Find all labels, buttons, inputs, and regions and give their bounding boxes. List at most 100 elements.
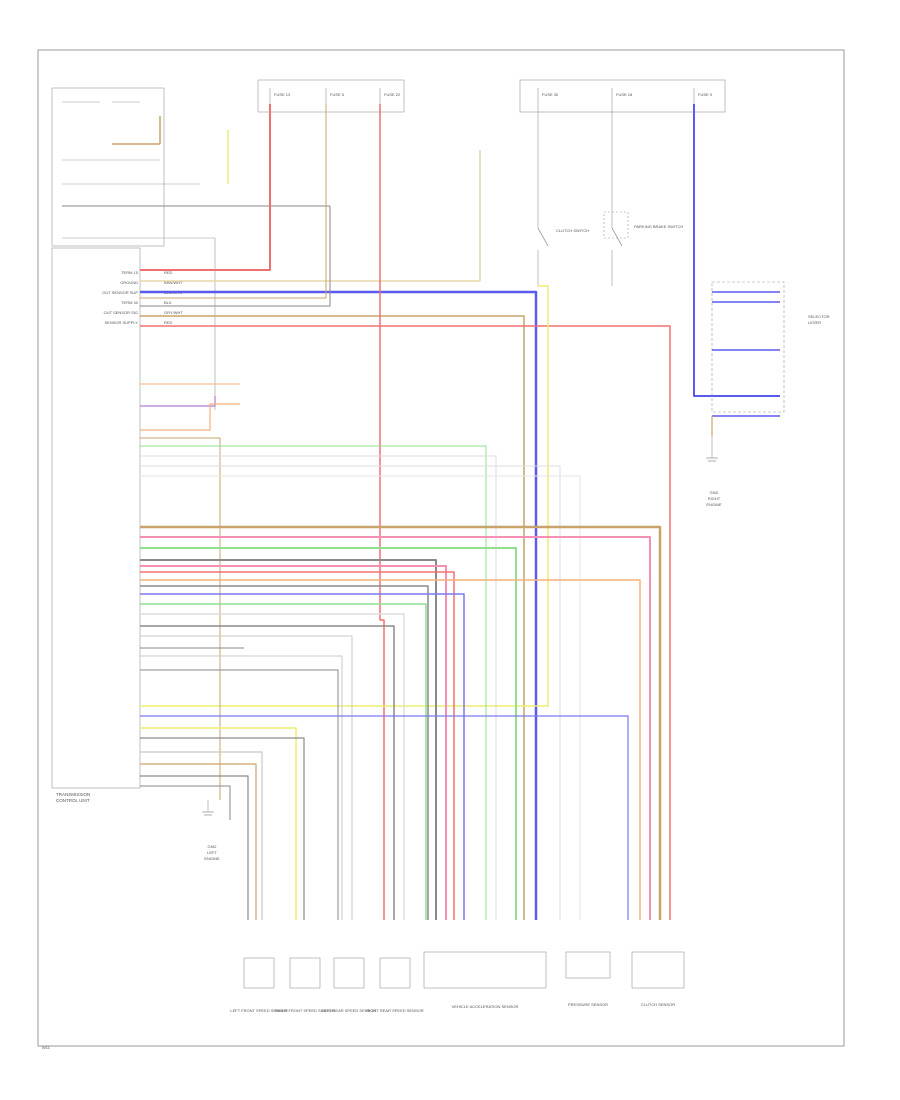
fuse-5: FUSE 18 [611, 88, 633, 104]
svg-text:FUSE 30: FUSE 30 [542, 92, 559, 97]
clutch-switch: CLUTCH SWITCH [537, 104, 589, 286]
wire-orange-2 [140, 403, 240, 431]
wire-gray-7 [140, 737, 305, 920]
wire-tan-term30 [140, 104, 327, 299]
module-title-1: TRANSMISSION [56, 792, 90, 797]
svg-text:SELECTOR: SELECTOR [808, 314, 830, 319]
bottom-component-5: VEHICLE ACCELERATION SENSOR [423, 951, 547, 1009]
wire-lgray-7 [140, 751, 263, 920]
wire-pink [140, 536, 651, 920]
wire-tan-big [140, 525, 662, 920]
wire-lgray-1 [140, 455, 497, 920]
svg-text:GRY/WHT: GRY/WHT [164, 310, 183, 315]
transmission-control-module: TRANSMISSION CONTROL UNIT [51, 247, 141, 803]
module-title-2: CONTROL UNIT [56, 798, 90, 803]
wire-yellow-2 [140, 727, 297, 920]
fuse-4: FUSE 30 [537, 88, 559, 104]
svg-text:TERM 15: TERM 15 [121, 270, 139, 275]
wire-tan-ground [140, 150, 481, 282]
wire-red-fuse3 [379, 104, 385, 920]
wire-lgray-3 [140, 475, 581, 920]
bottom-component-6: PRESSURE SENSOR [565, 951, 611, 1007]
left-ground: GND LEFT ENGINE [202, 800, 220, 861]
wire-yellow-clutch [140, 285, 549, 707]
wire-red-supply [140, 325, 671, 920]
wire-pink-2 [140, 565, 447, 920]
svg-text:GND: GND [208, 844, 217, 849]
svg-text:CLUTCH SENSOR: CLUTCH SENSOR [641, 1002, 675, 1007]
bottom-component-7: CLUTCH SENSOR [631, 951, 685, 1007]
wire-gray-9 [140, 785, 231, 820]
module-pin-labels: TERM 15 GROUND OUT SENSOR SUP TERM 30 OU… [102, 270, 138, 325]
svg-text:BLK: BLK [164, 300, 172, 305]
svg-text:GND: GND [710, 490, 719, 495]
svg-text:LEFT REAR SPEED SENSOR: LEFT REAR SPEED SENSOR [322, 1008, 377, 1013]
svg-text:TERM 30: TERM 30 [121, 300, 139, 305]
wire-red-2 [140, 571, 455, 920]
svg-text:CLUTCH SWITCH: CLUTCH SWITCH [556, 228, 589, 233]
fuse-1: FUSE 13 [269, 88, 291, 104]
fuse-6: FUSE 9 [693, 88, 713, 104]
svg-text:FUSE 22: FUSE 22 [384, 92, 401, 97]
wire-gray-out [140, 206, 331, 307]
svg-text:PRESSURE SENSOR: PRESSURE SENSOR [568, 1002, 608, 1007]
svg-text:RED: RED [164, 320, 173, 325]
wire-tan-4 [140, 763, 257, 920]
diagram-code: W11 [42, 1045, 51, 1050]
wire-gray-2 [140, 559, 437, 920]
svg-text:FUSE 9: FUSE 9 [698, 92, 713, 97]
bottom-component-1: LEFT FRONT SPEED SENSOR [230, 957, 288, 1013]
svg-text:ENGINE: ENGINE [204, 856, 220, 861]
wire-green-1 [140, 445, 487, 920]
wire-green-2 [140, 547, 517, 920]
bottom-component-4: RIGHT REAR SPEED SENSOR [366, 957, 424, 1013]
wire-gray-6 [140, 669, 339, 920]
svg-text:RED: RED [164, 270, 173, 275]
svg-text:FUSE 5: FUSE 5 [330, 92, 345, 97]
wire-green-3 [140, 603, 427, 920]
svg-text:RIGHT REAR SPEED SENSOR: RIGHT REAR SPEED SENSOR [366, 1008, 423, 1013]
svg-text:VEHICLE ACCELERATION SENSOR: VEHICLE ACCELERATION SENSOR [452, 1004, 519, 1009]
svg-text:RIGHT FRONT SPEED SENSOR: RIGHT FRONT SPEED SENSOR [275, 1008, 335, 1013]
wire-blue-2 [140, 593, 465, 920]
svg-text:LEVER: LEVER [808, 320, 821, 325]
wire-blue-3 [140, 715, 629, 920]
svg-text:SENSOR SUPPLY: SENSOR SUPPLY [105, 320, 139, 325]
selector-lever-module: SELECTOR LEVER [711, 281, 830, 436]
fuse-row: FUSE 13 FUSE 5 FUSE 22 FUSE 30 FUSE 18 F… [257, 79, 726, 113]
svg-text:RIGHT: RIGHT [708, 496, 721, 501]
wires [140, 104, 780, 920]
wire-gray-3 [140, 585, 429, 920]
svg-text:OUT SENSOR SUP: OUT SENSOR SUP [102, 290, 138, 295]
parking-brake-switch: PARKING BRAKE SWITCH [603, 104, 683, 286]
svg-text:BRN/WHT: BRN/WHT [164, 280, 183, 285]
svg-text:LEFT: LEFT [207, 850, 217, 855]
wire-lgray-5 [140, 635, 353, 920]
wire-gray-4 [140, 625, 395, 920]
svg-text:FUSE 13: FUSE 13 [274, 92, 291, 97]
svg-text:LEFT FRONT SPEED SENSOR: LEFT FRONT SPEED SENSOR [230, 1008, 287, 1013]
wire-violet [140, 396, 216, 407]
wire-blue-sensor [140, 290, 538, 920]
svg-text:OUT SENSOR SIG: OUT SENSOR SIG [104, 310, 138, 315]
fuse-3: FUSE 22 [379, 88, 401, 104]
diagram-frame [37, 49, 845, 1047]
wire-lgray-2 [140, 465, 561, 920]
svg-text:GROUND: GROUND [120, 280, 138, 285]
wire-tan-3 [140, 437, 221, 800]
wire-tan-2 [140, 315, 525, 920]
right-ground: GND RIGHT ENGINE [706, 436, 722, 507]
fuse-2: FUSE 5 [325, 88, 345, 104]
ignition-switch-group [51, 87, 330, 410]
wire-orange-3 [140, 579, 641, 920]
wire-gray-8 [140, 775, 249, 920]
svg-text:PARKING BRAKE SWITCH: PARKING BRAKE SWITCH [634, 224, 683, 229]
wire-blue-right [693, 104, 780, 397]
wire-lgray-4 [140, 613, 405, 920]
bottom-component-2: RIGHT FRONT SPEED SENSOR [275, 957, 335, 1013]
bottom-component-3: LEFT REAR SPEED SENSOR [322, 957, 377, 1013]
svg-text:FUSE 18: FUSE 18 [616, 92, 633, 97]
wire-red-term15 [140, 104, 271, 271]
svg-text:ENGINE: ENGINE [706, 502, 722, 507]
